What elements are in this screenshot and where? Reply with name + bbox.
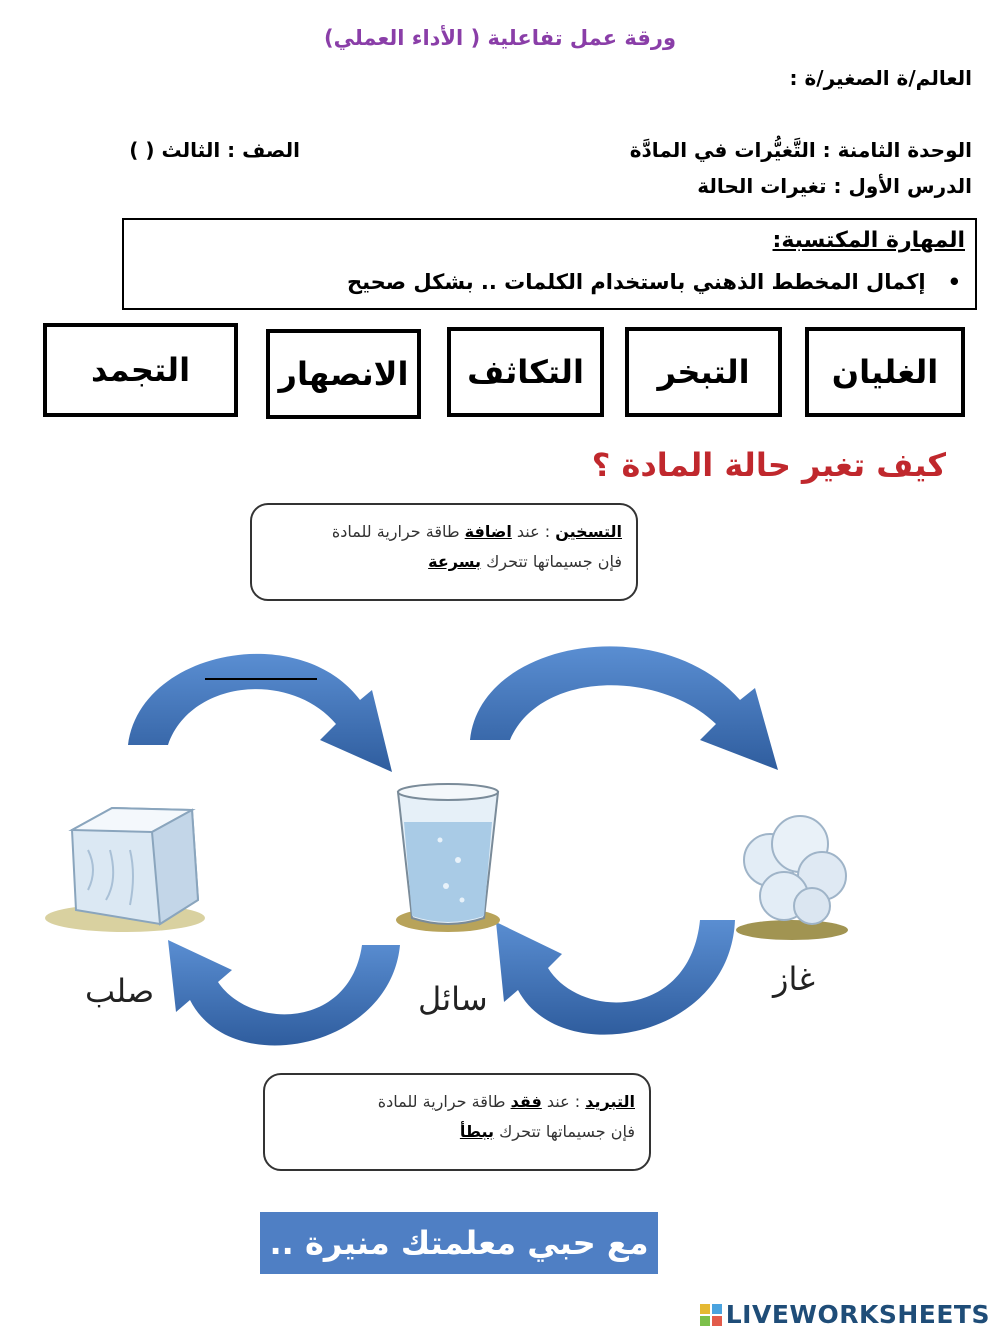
heating-line-1-pre: : عند <box>511 522 556 541</box>
arrow-liquid-to-solid <box>168 940 400 1046</box>
bullet-dot-icon: • <box>925 270 961 294</box>
skill-bullet: • إكمال المخطط الذهني باستخدام الكلمات .… <box>347 270 961 294</box>
water-glass-icon <box>396 783 500 932</box>
heating-line-1: التسخين : عند اضافة طاقة حرارية للمادة <box>266 517 622 547</box>
liveworksheets-logo-icon <box>699 1303 722 1326</box>
heating-line-2-pre: فإن جسيماتها تتحرك <box>481 552 622 571</box>
word-card-evaporation[interactable]: التبخر <box>625 327 782 417</box>
liveworksheets-brand[interactable]: LIVEWORKSHEETS <box>699 1300 990 1329</box>
gas-cloud-icon <box>736 815 848 940</box>
state-label-gas: غاز <box>773 960 815 998</box>
unit-label: الوحدة الثامنة : التَّغيُّرات في المادَّ… <box>629 138 972 162</box>
lesson-label: الدرس الأول : تغيرات الحالة <box>697 174 972 198</box>
skill-bullet-text: إكمال المخطط الذهني باستخدام الكلمات .. … <box>346 270 926 294</box>
answer-blank-line[interactable] <box>205 678 317 680</box>
heating-line-1-post: طاقة حرارية للمادة <box>331 522 465 541</box>
cooling-keyword-lose: فقد <box>510 1092 542 1111</box>
arrow-liquid-to-gas <box>470 646 778 770</box>
cooling-keyword-slow: ببطأ <box>459 1122 495 1141</box>
cooling-term: التبريد <box>585 1092 635 1111</box>
heating-term: التسخين <box>555 522 622 541</box>
liveworksheets-wordmark: LIVEWORKSHEETS <box>725 1300 990 1329</box>
question-heading: كيف تغير حالة المادة ؟ <box>591 446 946 484</box>
grade-label: الصف : الثالث ( ) <box>129 138 300 162</box>
state-change-diagram <box>45 646 848 1046</box>
heating-line-2: فإن جسيماتها تتحرك بسرعة <box>266 547 622 577</box>
ice-cube-icon <box>45 806 205 932</box>
skill-box: المهارة المكتسبة: • إكمال المخطط الذهني … <box>122 218 977 310</box>
word-card-melting[interactable]: الانصهار <box>266 329 421 419</box>
cooling-line-1-post: طاقة حرارية للمادة <box>377 1092 511 1111</box>
teacher-signature-banner: مع حبي معلمتك منيرة .. <box>260 1212 658 1274</box>
worksheet-title: ورقة عمل تفاعلية ( الأداء العملي) <box>323 26 677 50</box>
cooling-info-box: التبريد : عند فقد طاقة حرارية للمادة فإن… <box>263 1073 651 1171</box>
arrow-solid-to-liquid <box>128 653 392 772</box>
skill-heading: المهارة المكتسبة: <box>772 228 965 253</box>
cooling-line-1: التبريد : عند فقد طاقة حرارية للمادة <box>279 1087 635 1117</box>
heating-keyword-fast: بسرعة <box>428 552 482 571</box>
cooling-line-2-pre: فإن جسيماتها تتحرك <box>494 1122 635 1141</box>
cooling-line-1-pre: : عند <box>541 1092 586 1111</box>
word-card-boiling[interactable]: الغليان <box>805 327 965 417</box>
arrow-gas-to-liquid <box>496 920 735 1035</box>
cooling-line-2: فإن جسيماتها تتحرك ببطأ <box>279 1117 635 1147</box>
student-name-label: العالم/ة الصغير/ة : <box>789 66 972 90</box>
state-label-liquid: سائل <box>418 980 488 1018</box>
heating-info-box: التسخين : عند اضافة طاقة حرارية للمادة ف… <box>250 503 638 601</box>
state-label-solid: صلب <box>85 972 155 1010</box>
word-card-condensation[interactable]: التكاثف <box>447 327 604 417</box>
heating-keyword-add: اضافة <box>464 522 512 541</box>
word-card-freezing[interactable]: التجمد <box>43 323 238 417</box>
